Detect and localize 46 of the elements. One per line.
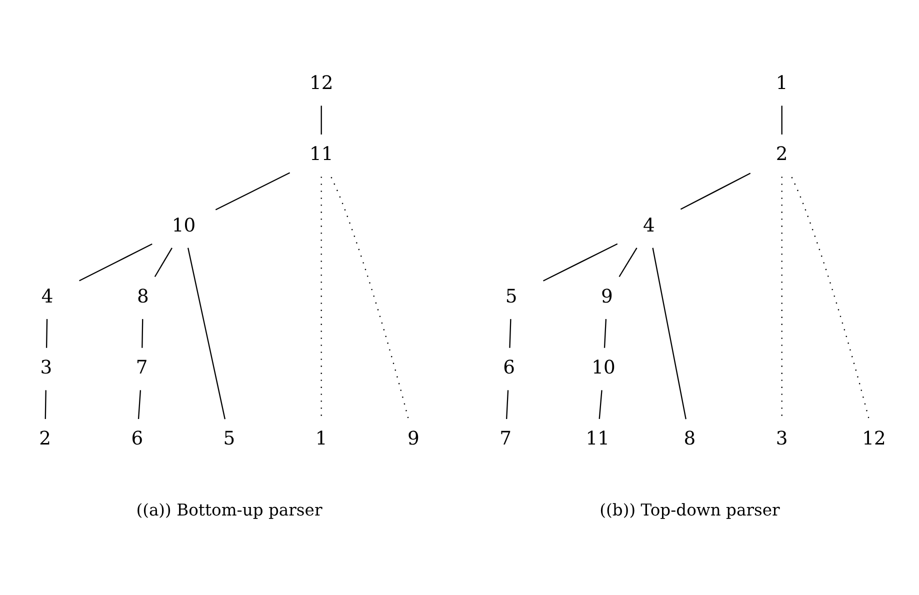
label: ((b)) Top-down parser <box>600 500 780 520</box>
node-text: 5 <box>223 428 236 450</box>
node-text: 3 <box>40 357 52 378</box>
node-text: 2 <box>776 144 788 165</box>
node-text: 6 <box>503 357 515 378</box>
node-text: 4 <box>643 214 655 236</box>
node-text: 11 <box>586 428 610 450</box>
node-text: 8 <box>137 286 149 307</box>
node-text: 2 <box>39 428 51 450</box>
node-text: 10 <box>592 357 616 378</box>
connector <box>79 242 152 281</box>
node-text: 7 <box>136 357 148 378</box>
node-text: 11 <box>309 144 334 165</box>
label: ((a)) Bottom-up parser <box>136 500 322 520</box>
connector <box>44 390 46 418</box>
connector <box>598 390 602 419</box>
node-text: 4 <box>41 286 54 307</box>
node-text: 1 <box>315 428 328 450</box>
connector <box>46 318 48 348</box>
connector <box>330 176 409 419</box>
connector <box>138 390 142 419</box>
node-text: 7 <box>500 428 512 450</box>
connector <box>215 172 290 210</box>
connector <box>509 318 512 348</box>
node-text: 9 <box>408 428 420 450</box>
node-text: 12 <box>862 428 886 450</box>
connector <box>652 247 686 419</box>
node-text: 12 <box>309 72 334 94</box>
node-text: 6 <box>131 428 144 450</box>
connector <box>791 176 870 419</box>
connector <box>320 105 322 134</box>
node-text: 1 <box>776 72 788 94</box>
node-text: 10 <box>172 214 196 236</box>
node-text: 9 <box>601 286 613 307</box>
node-text: 5 <box>505 286 518 307</box>
connector <box>604 318 607 348</box>
node-text: 8 <box>684 428 696 450</box>
connector <box>680 172 751 210</box>
node-text: 3 <box>776 428 788 450</box>
connector <box>142 318 144 348</box>
connector <box>154 247 172 277</box>
connector <box>506 390 509 419</box>
connector <box>781 105 782 134</box>
connector <box>618 247 638 277</box>
connector <box>187 247 226 419</box>
connector <box>543 242 618 281</box>
